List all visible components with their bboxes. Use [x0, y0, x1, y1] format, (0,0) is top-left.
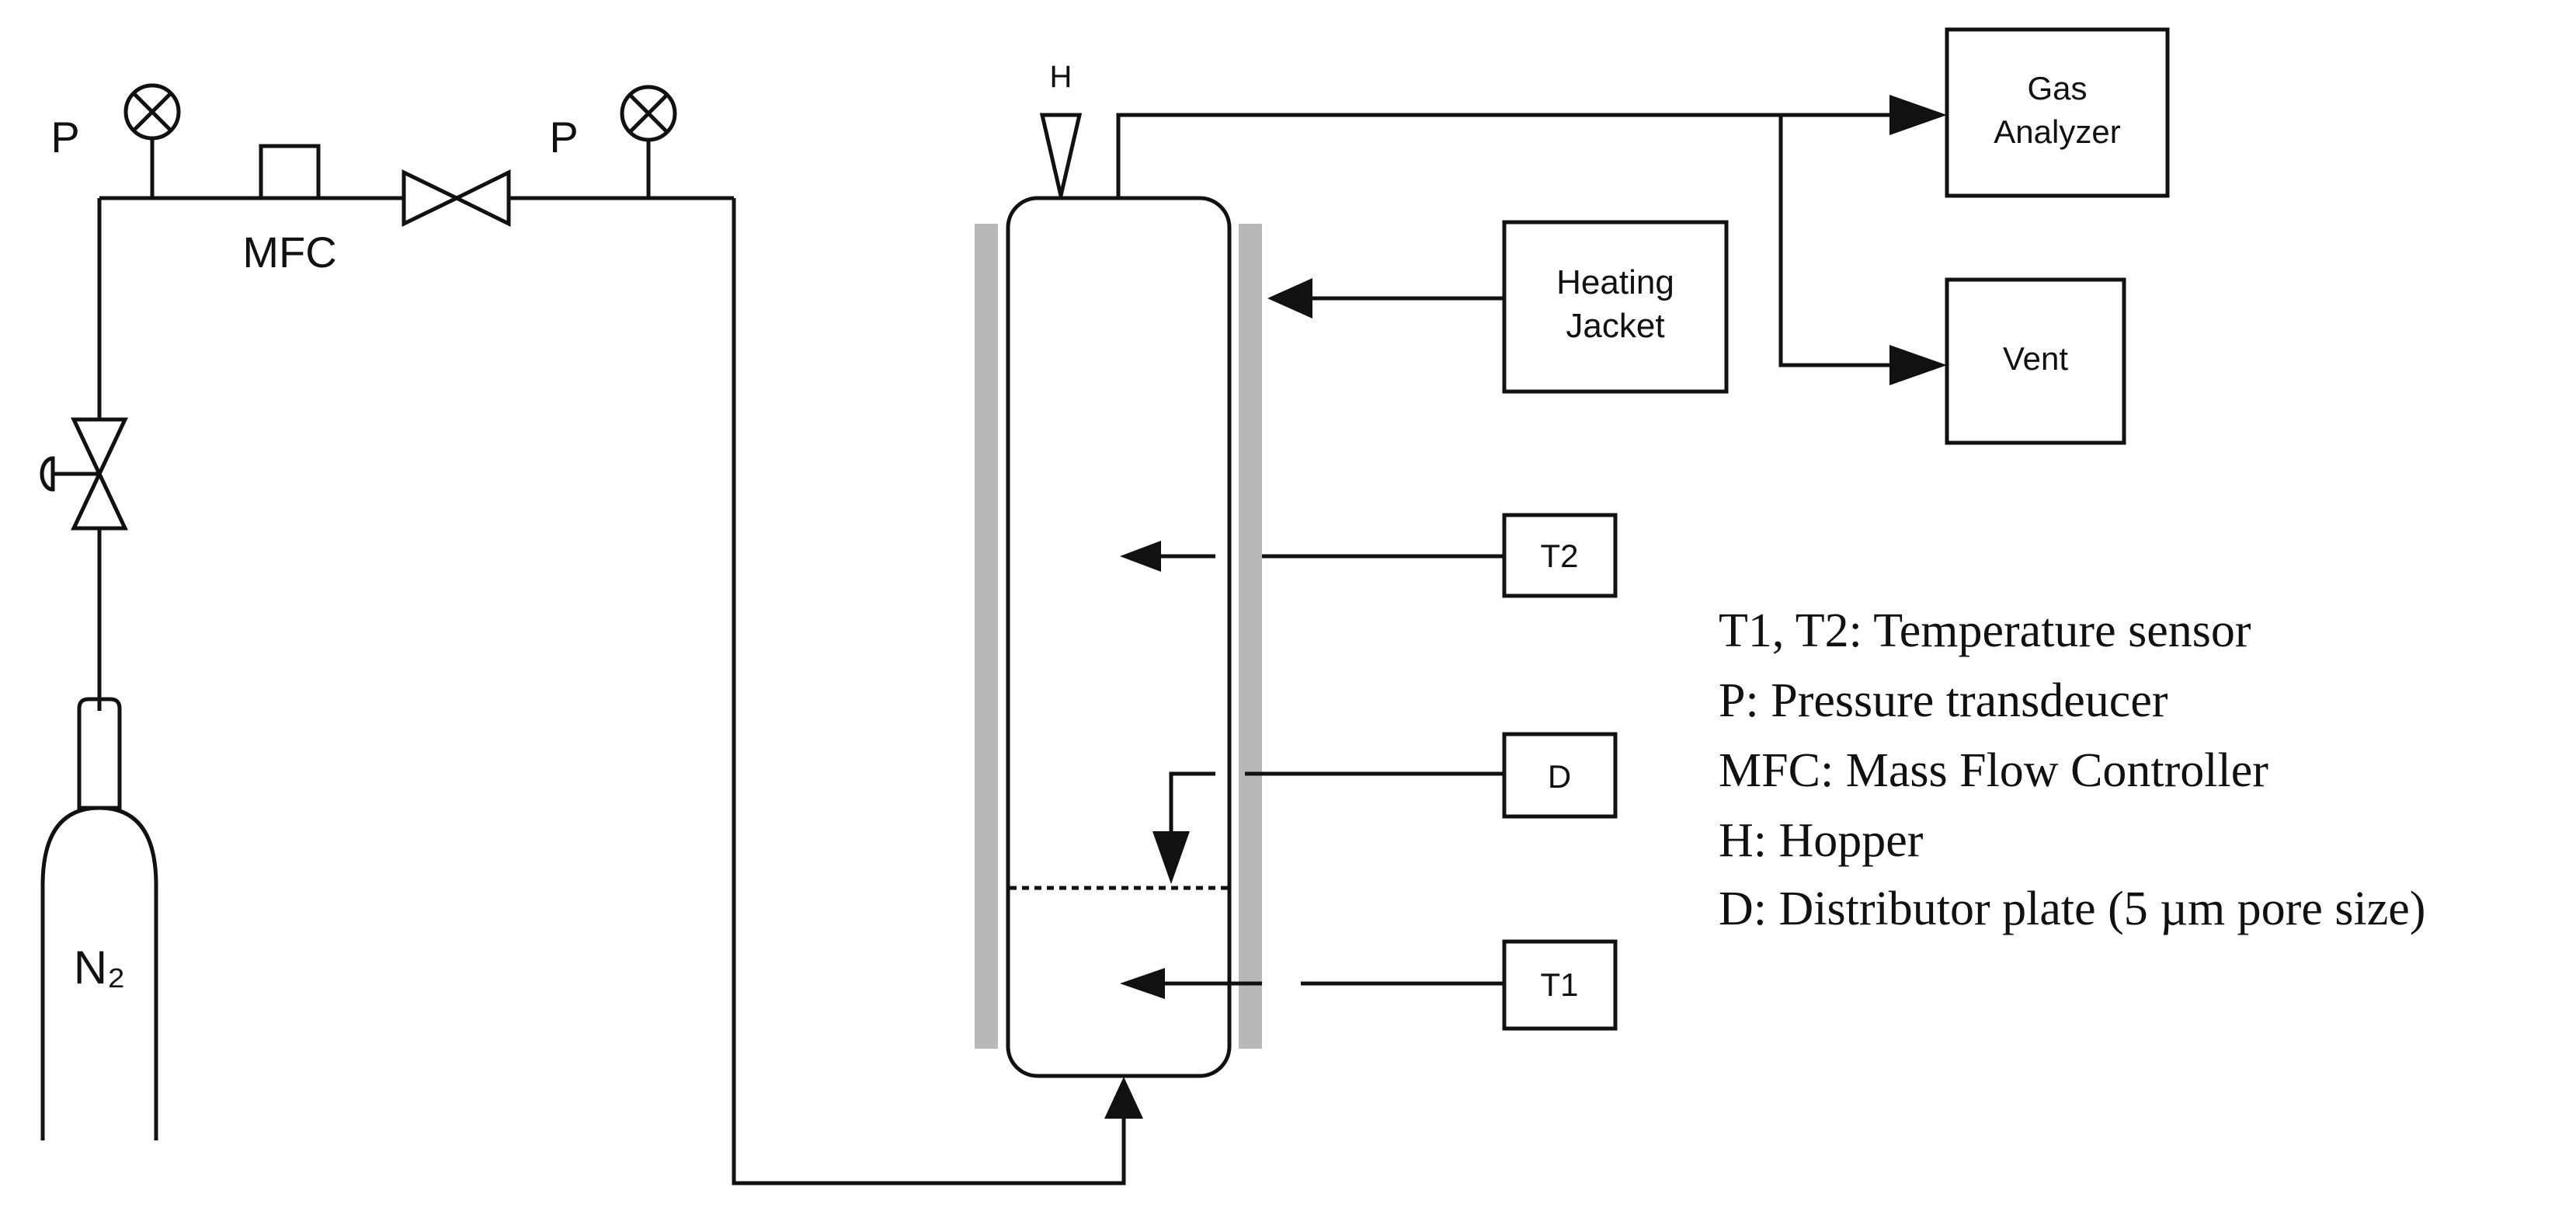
pressure-label-right: P	[549, 113, 578, 162]
t2-sensor: T2	[1120, 513, 1618, 598]
mfc: MFC	[242, 144, 337, 277]
legend-item: P: Pressure transdeucer	[1719, 674, 2168, 727]
legend-item: H: Hopper	[1719, 814, 1924, 867]
pressure-label-left: P	[50, 113, 79, 162]
d-label: D	[1548, 758, 1571, 795]
heating-jacket-label-2: Jacket	[1566, 307, 1664, 345]
cylinder-valve	[40, 417, 128, 531]
jacket-left	[975, 224, 998, 1049]
outlet-piping	[1116, 95, 1947, 385]
mfc-label: MFC	[242, 228, 336, 277]
gas-analyzer: Gas Analyzer	[1945, 27, 2170, 198]
t1-label: T1	[1540, 966, 1578, 1003]
gas-analyzer-label-2: Analyzer	[1994, 113, 2120, 150]
reactor	[975, 196, 1262, 1119]
cylinder-label: N₂	[74, 942, 126, 994]
gate-valve	[402, 169, 511, 228]
legend-item: MFC: Mass Flow Controller	[1719, 744, 2268, 797]
supply-piping	[97, 196, 1126, 1185]
distributor-box: D	[1152, 732, 1618, 884]
pressure-gauge-right: P	[549, 85, 677, 198]
vent-label: Vent	[2003, 340, 2068, 377]
legend: T1, T2: Temperature sensor P: Pressure t…	[1719, 604, 2425, 935]
t2-label: T2	[1540, 538, 1578, 574]
legend-item: D: Distributor plate (5 µm pore size)	[1719, 883, 2425, 935]
hopper-label: H	[1050, 60, 1072, 94]
hopper: H	[1039, 60, 1083, 197]
heating-jacket-label-1: Heating	[1556, 263, 1674, 301]
vent: Vent	[1945, 277, 2126, 445]
reactor-column	[1006, 196, 1232, 1078]
legend-item: T1, T2: Temperature sensor	[1719, 604, 2251, 657]
jacket-right	[1239, 224, 1262, 1049]
heating-jacket: Heating Jacket	[1267, 220, 1729, 394]
t1-sensor: T1	[1120, 939, 1618, 1031]
n2-cylinder: N₂	[40, 697, 158, 1140]
pressure-gauge-left: P	[50, 83, 181, 198]
gas-analyzer-label-1: Gas	[2027, 70, 2087, 106]
